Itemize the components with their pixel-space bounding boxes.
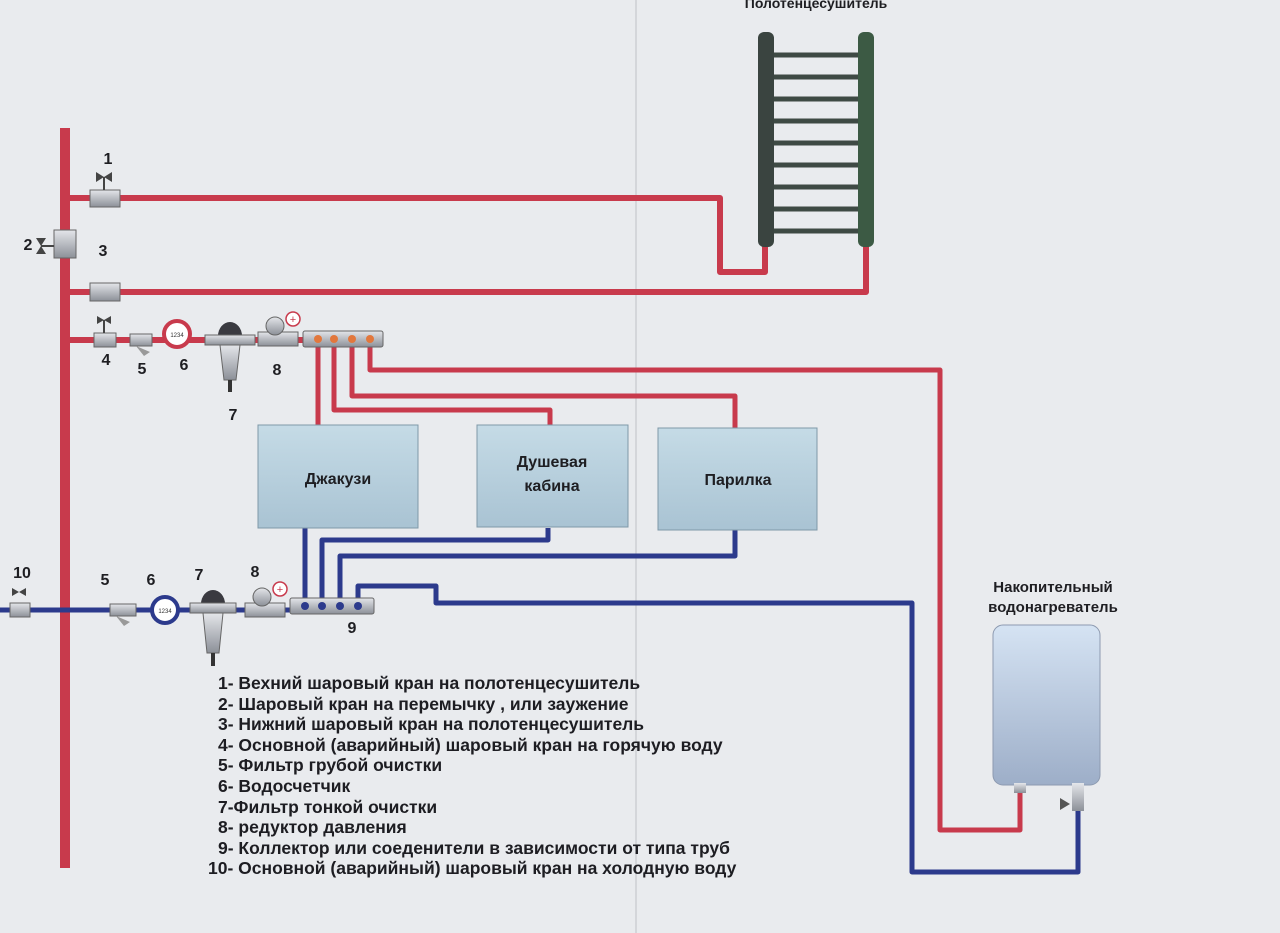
svg-text:7: 7 — [229, 407, 238, 424]
valve-4 — [93, 316, 117, 348]
svg-text:5: 5 — [101, 572, 110, 589]
legend-item: 1- Вехний шаровый кран на полотенцесушит… — [218, 673, 641, 693]
hot-pipe-heater — [367, 345, 1023, 833]
svg-text:10: 10 — [13, 565, 31, 582]
svg-text:1234: 1234 — [158, 609, 172, 615]
cold-water-pipes — [0, 528, 1081, 875]
water-heater — [992, 624, 1101, 811]
valve-10 — [9, 588, 31, 618]
towel-dryer-return-pipe — [65, 240, 869, 295]
svg-text:6: 6 — [180, 357, 189, 374]
legend-item: 3- Нижний шаровый кран на полотенцесушит… — [218, 714, 645, 735]
svg-text:9: 9 — [348, 620, 357, 637]
legend: 1- Вехний шаровый кран на полотенцесушит… — [208, 673, 736, 879]
legend-item: 9- Коллектор или соеденители в зависимос… — [218, 837, 730, 858]
fixture-sauna: Парилка — [657, 427, 818, 531]
svg-text:7: 7 — [195, 567, 204, 584]
legend-item: 5- Фильтр грубой очистки — [218, 755, 443, 776]
fixture-jacuzzi: Джакузи — [257, 424, 419, 529]
svg-text:5: 5 — [138, 361, 147, 378]
water-meter-cold: 1234 — [150, 595, 180, 625]
legend-item: 2- Шаровый кран на перемычку , или зауже… — [218, 693, 629, 714]
hot-pipe-shower — [331, 345, 553, 425]
towel-dryer-label: Полотенцесушитель — [745, 0, 888, 11]
fine-filter-hot — [204, 322, 256, 392]
cold-pipe-heater — [355, 583, 1081, 875]
svg-text:8: 8 — [251, 564, 260, 581]
valve-3 — [89, 282, 121, 302]
fixture-shower-cabin: Душевая кабина — [476, 424, 629, 528]
collector-hot — [302, 330, 384, 348]
svg-text:+: + — [290, 314, 296, 326]
legend-item: 7-Фильтр тонкой очистки — [218, 796, 438, 817]
valve-1 — [89, 172, 121, 208]
fine-filter-cold — [189, 590, 237, 666]
legend-item: 10- Основной (аварийный) шаровый кран на… — [208, 858, 737, 879]
svg-text:2: 2 — [24, 237, 33, 254]
coarse-filter-cold — [109, 603, 137, 626]
towel-dryer-supply-pipe — [65, 195, 768, 275]
collector-cold — [289, 597, 375, 615]
cold-pipe-shower — [319, 528, 551, 600]
pressure-reducer-cold: + — [244, 581, 288, 618]
svg-text:1: 1 — [104, 151, 113, 168]
svg-text:Джакузи: Джакузи — [305, 471, 371, 488]
svg-text:1234: 1234 — [170, 333, 184, 339]
svg-text:6: 6 — [147, 572, 156, 589]
cold-pipe-sauna — [337, 530, 738, 600]
component-numbers: 1 2 3 4 5 6 7 8 10 5 6 7 8 9 — [13, 151, 356, 637]
legend-item: 8- редуктор давления — [218, 817, 407, 838]
svg-text:8: 8 — [273, 362, 282, 379]
coarse-filter-hot — [129, 333, 153, 356]
towel-dryer — [758, 32, 874, 247]
svg-text:Душевая: Душевая — [517, 454, 588, 471]
svg-text:кабина: кабина — [524, 478, 579, 495]
svg-text:+: + — [277, 584, 283, 596]
pressure-reducer-hot: + — [257, 311, 301, 347]
valve-2 — [36, 229, 77, 259]
svg-text:3: 3 — [99, 243, 108, 260]
water-heater-label-2: водонагреватель — [988, 599, 1118, 616]
water-heater-label-1: Накопительный — [993, 579, 1112, 596]
svg-text:4: 4 — [102, 352, 111, 369]
legend-item: 4- Основной (аварийный) шаровый кран на … — [218, 734, 723, 755]
hot-pipe-sauna — [349, 345, 738, 428]
water-meter-hot: 1234 — [162, 319, 192, 349]
legend-item: 6- Водосчетчик — [218, 775, 351, 796]
svg-text:Парилка: Парилка — [704, 472, 771, 489]
